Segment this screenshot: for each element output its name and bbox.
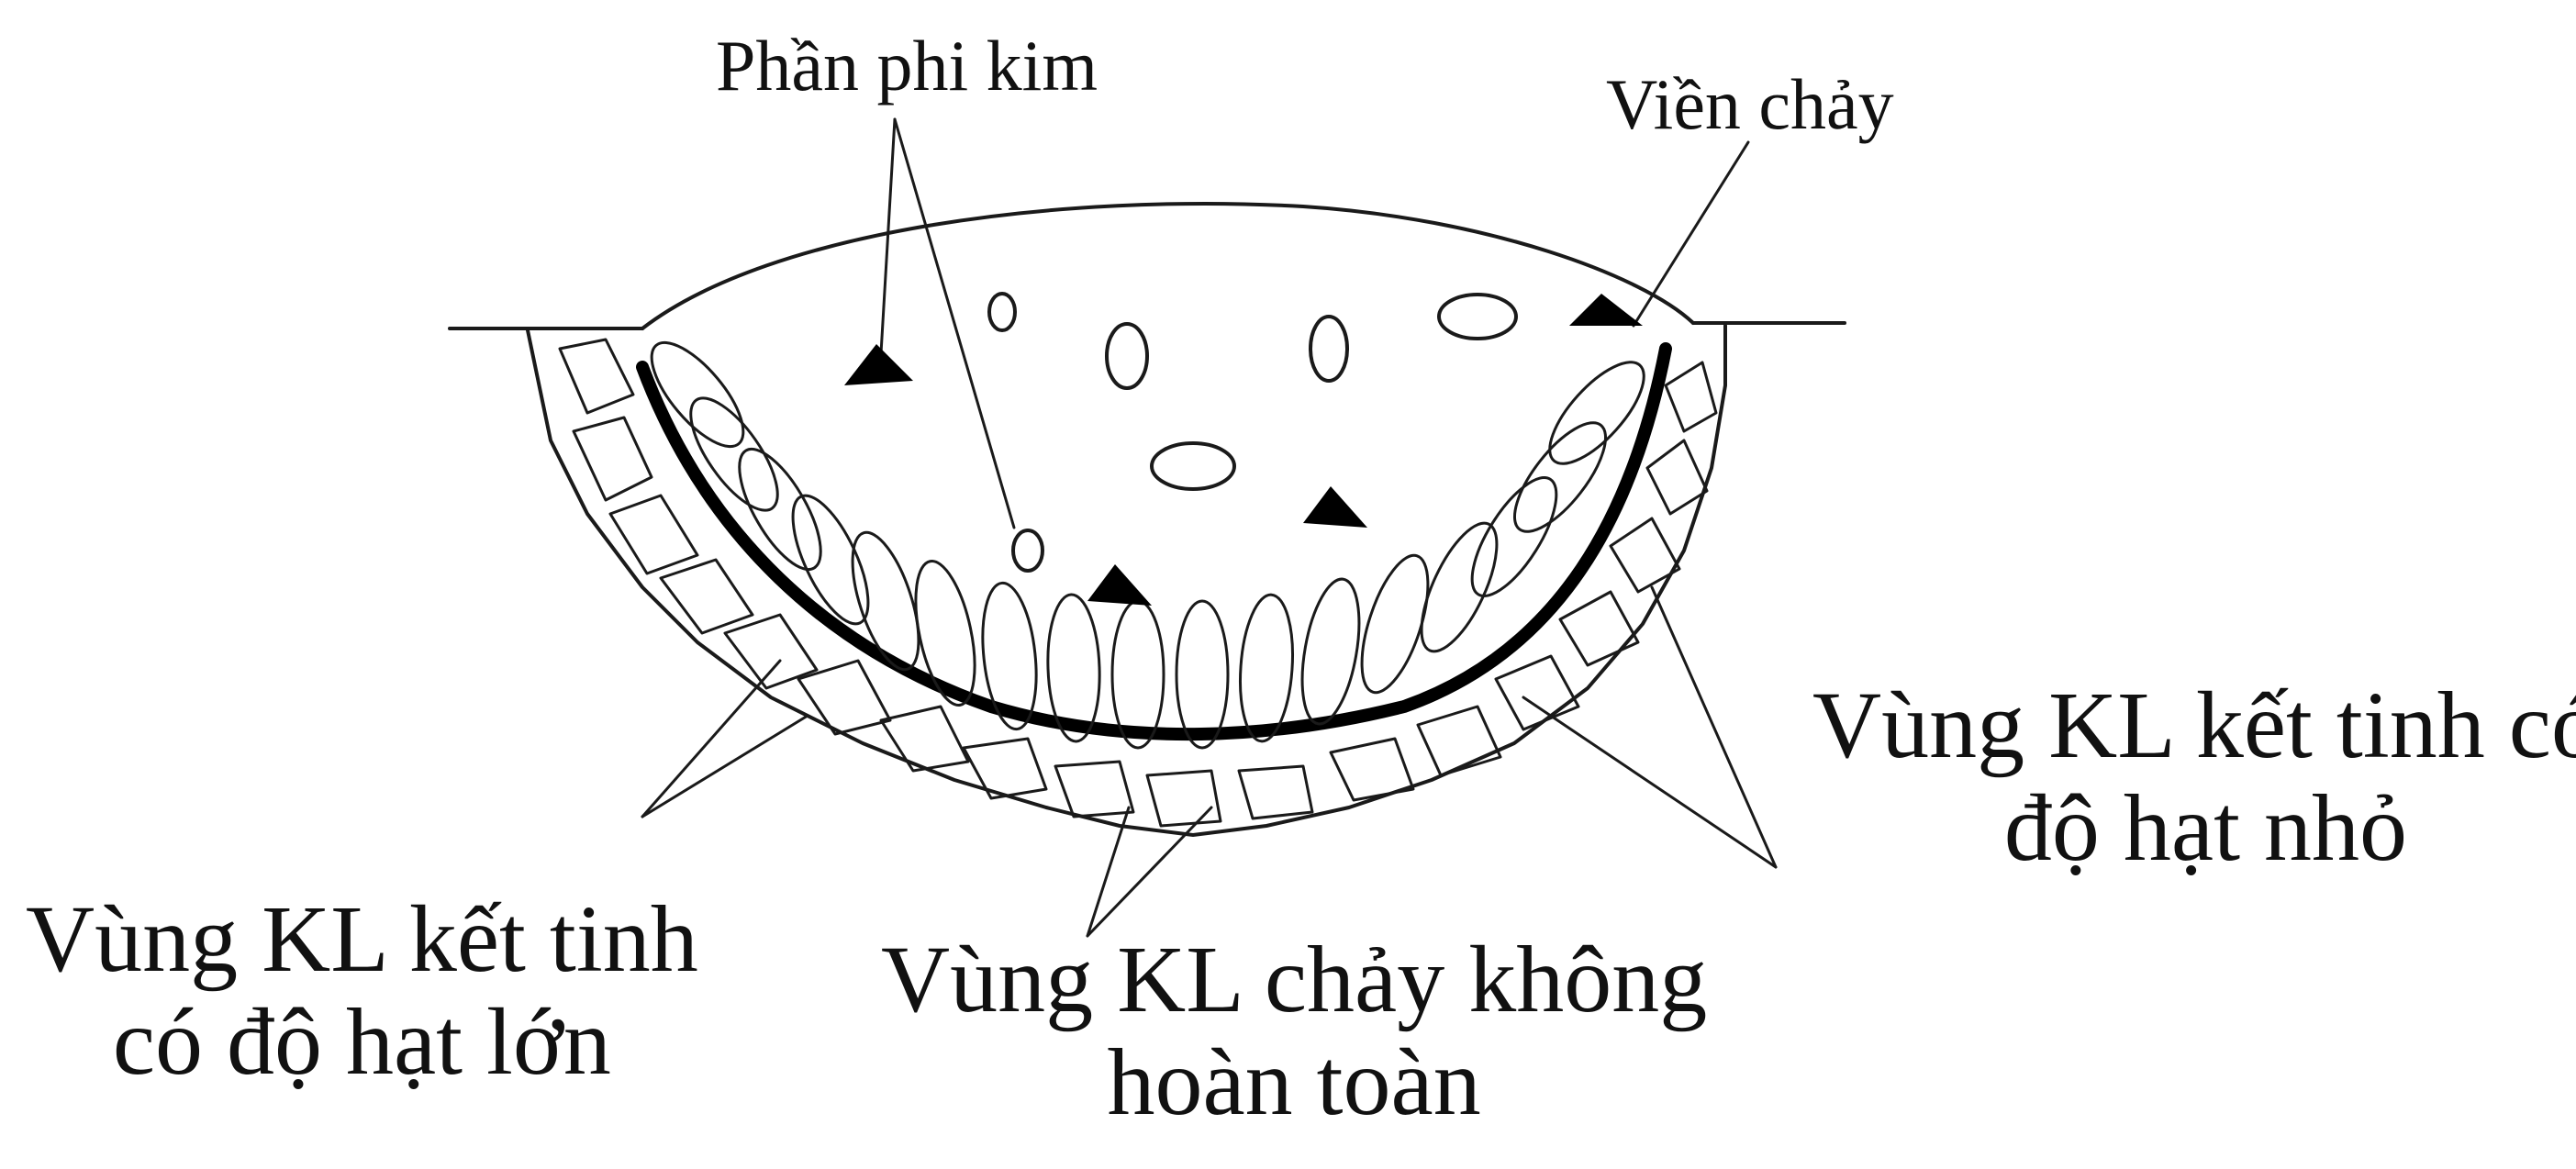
columnar-grains [637,328,1659,748]
fine-grain-zone-label-line-1: Vùng KL kết tinh có [1812,674,2576,777]
nonmetal-inclusions [844,294,1643,606]
fine-grain-zone-label: Vùng KL kết tinh có độ hạt nhỏ [1812,674,2576,881]
coarse-grain-zone-label-line-2: có độ hạt lớn [26,991,698,1094]
nonmetal-label: Phần phi kim [716,28,1098,105]
partial-melt-zone-label-line-2: hoàn toàn [881,1031,1707,1134]
partial-melt-zone-label: Vùng KL chảy không hoàn toàn [881,929,1707,1135]
coarse-grain-zone-label: Vùng KL kết tinh có độ hạt lớn [26,888,698,1095]
coarse-grain-zone-label-line-1: Vùng KL kết tinh [26,888,698,991]
fusion-line-label: Viền chảy [1606,66,1894,143]
partial-melt-zone-label-line-1: Vùng KL chảy không [881,929,1707,1031]
fine-grain-zone-label-line-2: độ hạt nhỏ [1812,777,2576,880]
weld-crown [642,204,1693,328]
pores [989,294,1516,571]
